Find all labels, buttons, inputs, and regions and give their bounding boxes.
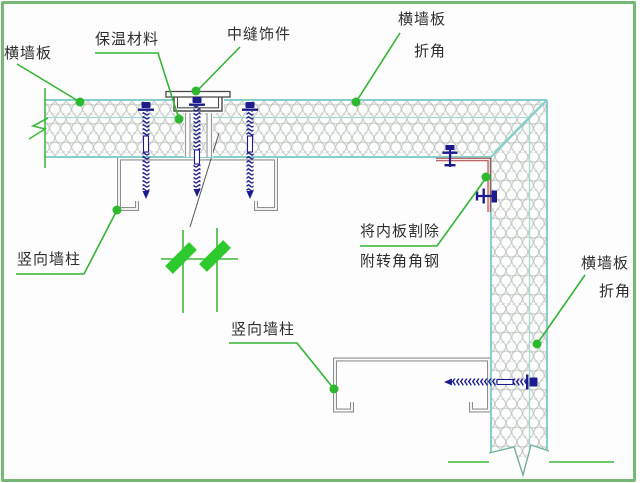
seam-reference-line [189,132,220,228]
label-fold-top-right-line2: 折角 [414,43,447,60]
angle-bolt-horizontal [475,188,497,204]
label-vertical-stud-left: 竖向墙柱 [17,251,82,268]
leader-lines [16,32,586,390]
horizontal-wall-panel [45,100,547,157]
screw-center [189,97,205,197]
label-corner-note-line2: 附转角角钢 [360,253,441,270]
bottom-stud-channel [333,357,491,413]
label-fold-right-line2: 折角 [599,283,632,300]
label-horizontal-panel-top-left: 横墙板 [4,45,53,62]
corner-angle-steel [436,157,491,212]
screw-right [242,102,258,199]
label-insulation-material: 保温材料 [95,31,160,48]
screw-horizontal [444,374,538,390]
panel-left-end-break [28,88,49,168]
label-seam-trim: 中缝饰件 [227,26,292,43]
panel-bottom-break [448,444,614,479]
label-corner-note-line1: 将内板割除 [360,223,441,240]
label-fold-top-right-line1: 横墙板 [398,11,447,28]
label-vertical-stud-bottom: 竖向墙柱 [231,321,296,338]
angle-bolt-vertical [442,145,458,167]
screw-left [138,102,154,199]
panel-edge-lines [45,99,548,460]
leader-dots [75,86,542,394]
vertical-wall-panel [491,100,547,462]
label-fold-right-line1: 横墙板 [581,255,630,272]
stud-break-marks [161,228,238,313]
